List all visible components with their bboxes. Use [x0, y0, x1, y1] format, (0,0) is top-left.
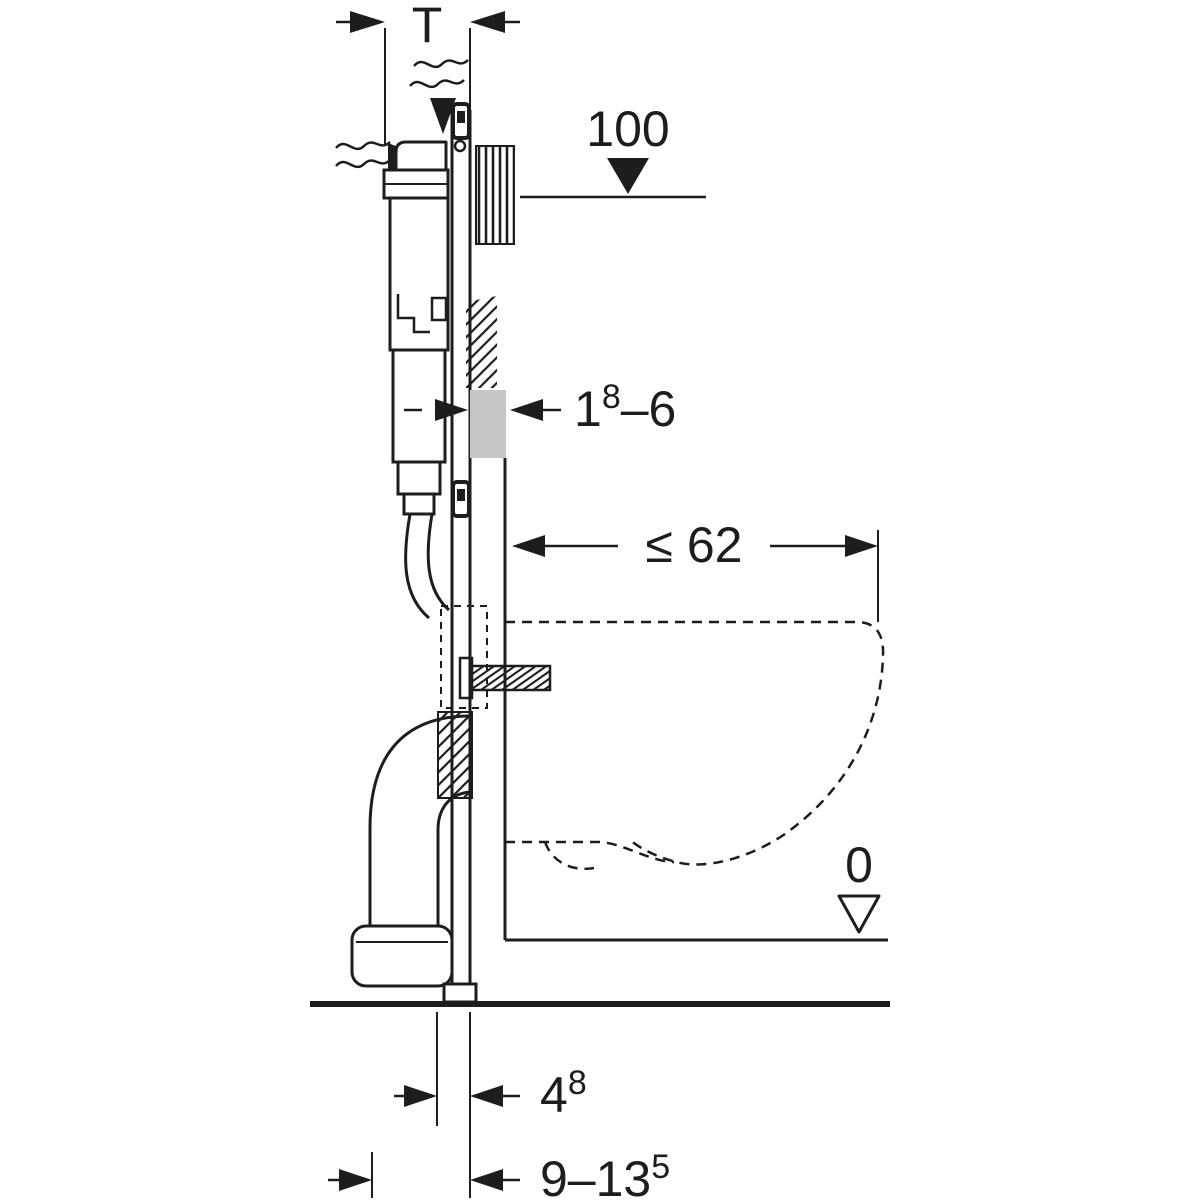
wavy-line-icon [335, 159, 391, 169]
arrowhead-right-icon [845, 535, 878, 557]
arrowhead-left-icon [470, 1085, 503, 1107]
dim-label-depth: ≤ 62 [646, 517, 743, 573]
wavy-line-icon [413, 59, 469, 69]
dim-value: 1 [574, 381, 602, 437]
drain-elbow [350, 714, 471, 988]
wall-anchor-hatched [475, 145, 515, 245]
dim-label-zero: 0 [845, 837, 873, 893]
sound-insulation-pad [470, 390, 506, 458]
dimension-wall-thickness: 18–6 [404, 378, 676, 437]
wavy-line-icon [409, 79, 465, 89]
rail-foot-plate [442, 982, 478, 1004]
dim-label-wall-thickness: 18–6 [574, 378, 676, 437]
dim-value: 9–13 [540, 1151, 651, 1200]
flush-pipe-line [404, 513, 430, 620]
dim-label-100: 100 [586, 101, 669, 157]
arrowhead-right-icon [339, 1169, 372, 1191]
internal-bracket [430, 296, 448, 322]
elbow-outer-wall [368, 714, 471, 926]
pan-underside-outline [505, 840, 675, 864]
pan-top-front-outline [505, 620, 885, 866]
concealed-cistern [382, 140, 450, 516]
dimension-outlet-offset: 48 [394, 1012, 587, 1198]
dim-value: 4 [540, 1067, 568, 1123]
dim-label-outlet-offset: 48 [540, 1064, 587, 1123]
pan-connector [437, 605, 488, 799]
finished-floor-zero-level: 0 [505, 837, 888, 942]
dim-label-T: T [412, 0, 443, 53]
dimension-top-depth: T [336, 0, 520, 146]
flush-pipe [404, 513, 450, 620]
zero-level-triangle-icon [837, 894, 881, 934]
dimension-pipe-range: 9–135 [328, 1148, 670, 1200]
anchor-block [475, 145, 515, 245]
screw-head [453, 139, 467, 153]
fastener-slot-hole [457, 489, 465, 501]
pan-trap-curve [543, 841, 595, 871]
arrowhead-left-icon [510, 399, 543, 421]
cistern-outlet-stub [402, 492, 436, 516]
dim-value-sup: 8 [568, 1064, 587, 1102]
cistern-body-upper [388, 196, 450, 352]
pipe-socket-cuff [350, 924, 454, 988]
dim-label-pipe-range: 9–135 [540, 1148, 670, 1200]
wall-section-hatched [466, 296, 497, 388]
wc-pan-outline-dashed [505, 620, 885, 871]
arrowhead-left-icon [470, 1169, 503, 1191]
wall-hatch-block [466, 296, 497, 388]
internal-bracket [396, 294, 430, 334]
arrowhead-right-icon [404, 1085, 437, 1107]
connector-dashed-outline [440, 605, 488, 709]
dim-value-sup: 8 [602, 378, 621, 416]
connector-hatched-block [437, 711, 473, 799]
arrowhead-right-icon [350, 11, 385, 33]
insulation-rect [470, 390, 506, 458]
arrowhead-left-icon [470, 11, 505, 33]
water-supply-symbol-top [409, 59, 469, 134]
flush-pipe-line [426, 513, 450, 612]
dim-value: –6 [621, 381, 677, 437]
fill-valve-cap [394, 140, 448, 172]
threaded-rod [458, 656, 552, 700]
level-marker-100: 100 [520, 101, 706, 199]
level-triangle-icon [607, 158, 649, 194]
dimension-depth-max: ≤ 62 [512, 517, 879, 622]
wavy-line-icon [335, 141, 391, 151]
dim-value-sup: 5 [651, 1148, 670, 1186]
arrowhead-right-icon [435, 399, 468, 421]
flow-arrow-down-icon [430, 98, 456, 134]
arrowhead-left-icon [512, 535, 545, 557]
threaded-rod-bar [468, 664, 552, 692]
fastener-slot-hole [457, 111, 465, 123]
cistern-base [396, 460, 442, 496]
elbow-inner-wall [436, 790, 471, 926]
